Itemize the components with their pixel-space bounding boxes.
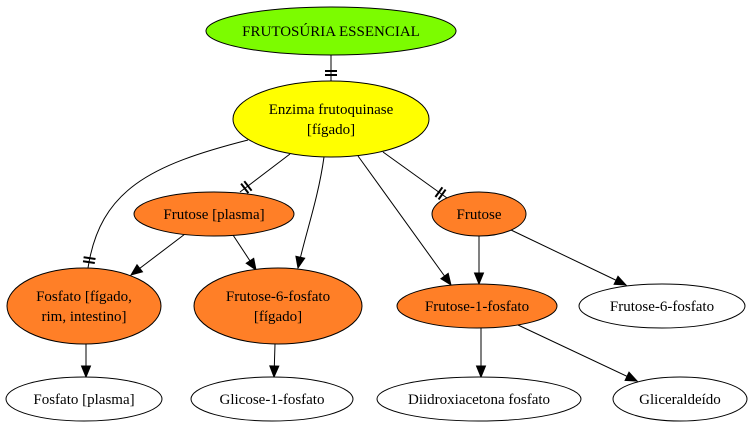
arrowhead xyxy=(440,272,452,287)
node-ellipse xyxy=(6,267,162,345)
edge-line xyxy=(510,229,627,286)
node-label: Frutose-6-fosfato xyxy=(226,289,330,305)
edge-line xyxy=(517,324,638,382)
node-label: Enzima frutoquinase xyxy=(269,102,394,118)
edge-enzyme-to-frutose_plasma xyxy=(239,153,291,194)
edge-f1p-to-dhap xyxy=(475,328,487,379)
inhibition-bar xyxy=(243,180,253,192)
node-label: Gliceraldeído xyxy=(639,392,721,408)
arrowhead xyxy=(129,263,144,276)
node-ellipse xyxy=(133,191,295,237)
node-ellipse xyxy=(190,376,354,422)
node-ellipse xyxy=(205,6,457,56)
edge-enzyme-to-f1p xyxy=(357,155,452,287)
node-label: FRUTOSÚRIA ESSENCIAL xyxy=(242,23,420,40)
arrowhead xyxy=(473,272,485,286)
node-glicose-1p: Glicose-1-fosfato xyxy=(190,376,354,422)
node-ellipse xyxy=(578,283,746,329)
arrowhead xyxy=(613,275,628,286)
node-enzyme: Enzima frutoquinase [fígado] xyxy=(232,80,430,158)
node-label: Diidroxiacetona fosfato xyxy=(408,392,550,408)
edge-enzyme-to-frutose xyxy=(382,151,448,200)
arrowhead xyxy=(245,257,257,272)
node-root: FRUTOSÚRIA ESSENCIAL xyxy=(205,6,457,56)
node-label: rim, intestino] xyxy=(42,309,127,325)
node-label: Glicose-1-fosfato xyxy=(220,392,325,408)
edge-f1p-to-gliceraldeido xyxy=(517,324,639,382)
edge-f6p_figado-to-glicose_1p xyxy=(269,343,280,379)
edge-enzyme-to-f6p_figado xyxy=(295,156,325,270)
node-frutose: Frutose xyxy=(431,191,527,237)
inhibition-bar xyxy=(82,260,95,264)
node-ellipse xyxy=(396,283,558,329)
nodes-layer: FRUTOSÚRIA ESSENCIAL Enzima frutoquinase [… xyxy=(5,6,748,422)
node-ellipse xyxy=(376,376,582,422)
node-fosfato-plasma: Fosfato [plasma] xyxy=(5,376,163,422)
node-ellipse xyxy=(612,376,748,422)
arrowhead xyxy=(269,365,280,379)
edge-line xyxy=(382,151,448,199)
inhibition-bar xyxy=(437,189,447,200)
edge-frutose-to-f1p xyxy=(473,236,485,286)
node-fosfato-figado: Fosfato [fígado, rim, intestino] xyxy=(6,267,162,345)
arrowhead xyxy=(624,371,639,382)
node-label: Frutose-6-fosfato xyxy=(610,299,714,315)
arrowhead xyxy=(475,365,487,379)
inhibition-bar xyxy=(83,256,96,260)
node-f1p: Frutose-1-fosfato xyxy=(396,283,558,329)
arrowhead xyxy=(80,365,92,379)
arrowhead xyxy=(295,255,306,270)
edge-frutose_plasma-to-fosfato_figado xyxy=(129,233,186,276)
node-label: [fígado] xyxy=(307,122,355,138)
edge-line xyxy=(297,156,325,269)
inhibition-bar xyxy=(240,182,250,194)
edge-fosfato_figado-to-fosfato_plasma xyxy=(80,344,92,379)
node-frutose-plasma: Frutose [plasma] xyxy=(133,191,295,237)
edge-line xyxy=(87,139,249,269)
edge-root-to-enzyme xyxy=(325,55,337,81)
edges-layer xyxy=(80,55,639,382)
node-gliceraldeido: Gliceraldeído xyxy=(612,376,748,422)
node-label: Frutose xyxy=(457,207,502,223)
node-label: [fígado] xyxy=(254,309,302,325)
inhibition-bar xyxy=(434,186,444,198)
edge-enzyme-to-fosfato_figado xyxy=(82,139,249,269)
node-f6p: Frutose-6-fosfato xyxy=(578,283,746,329)
node-label: Fosfato [fígado, xyxy=(36,289,132,305)
node-label: Frutose-1-fosfato xyxy=(425,299,529,315)
node-dhap: Diidroxiacetona fosfato xyxy=(376,376,582,422)
node-ellipse xyxy=(5,376,163,422)
node-label: Frutose [plasma] xyxy=(163,207,264,223)
edge-line xyxy=(357,155,452,286)
edge-frutose-to-f6p xyxy=(510,229,628,286)
node-ellipse xyxy=(232,80,430,158)
edge-frutose_plasma-to-f6p_figado xyxy=(232,234,257,272)
node-ellipse xyxy=(431,191,527,237)
node-label: Fosfato [plasma] xyxy=(33,392,134,408)
node-ellipse xyxy=(193,267,363,345)
node-f6p-figado: Frutose-6-fosfato [fígado] xyxy=(193,267,363,345)
